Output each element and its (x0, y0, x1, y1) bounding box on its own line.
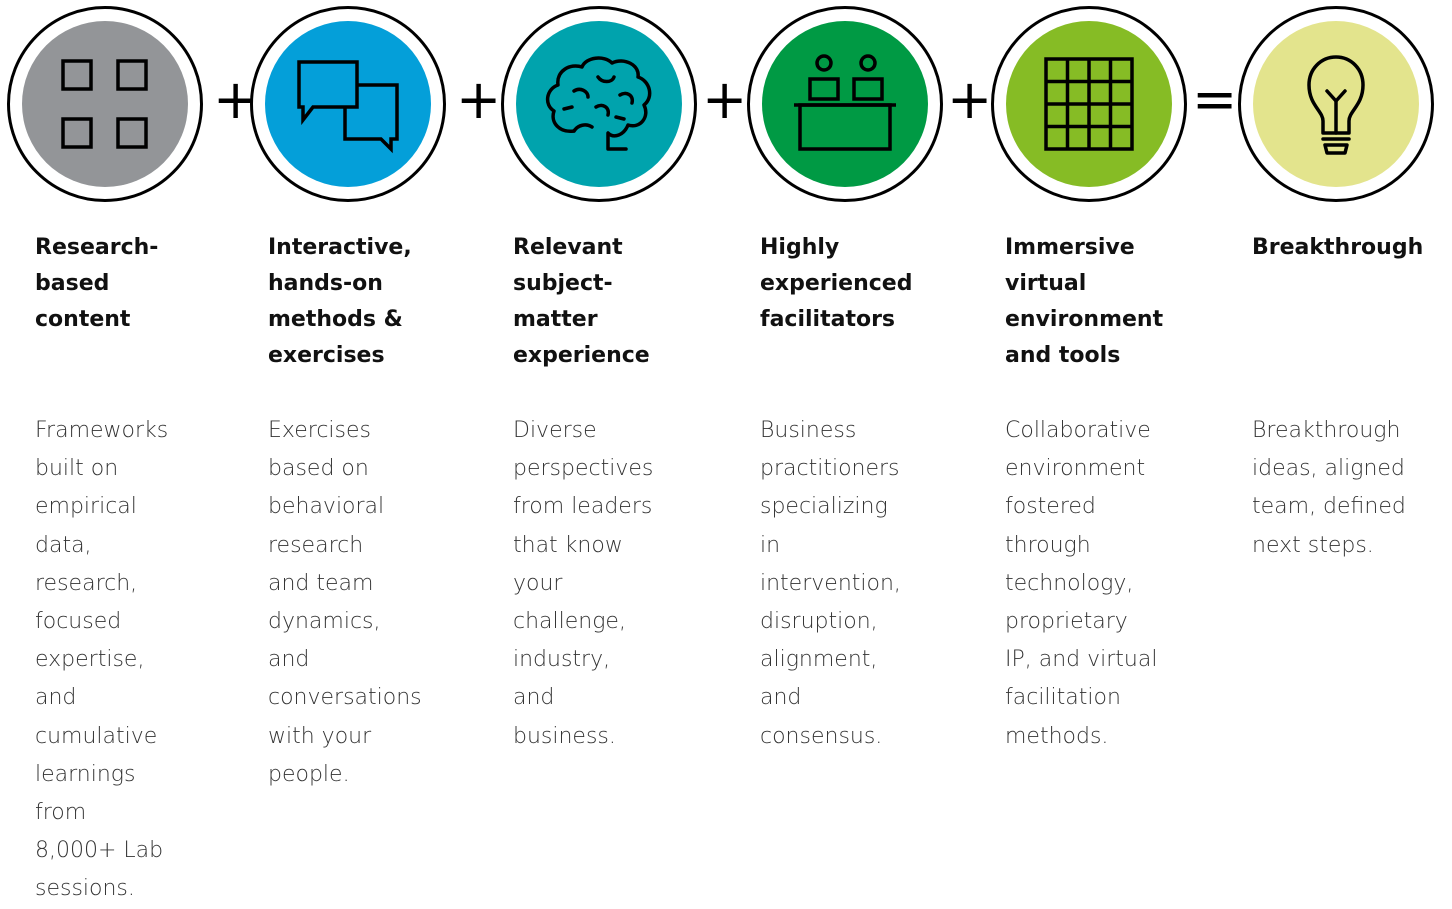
column-description: Frameworks built on empirical data, rese… (35, 418, 169, 902)
plus-operator: + (456, 68, 502, 131)
relevant-circle (501, 6, 697, 202)
column-research: Research- based content Frameworks built… (35, 230, 168, 901)
brain-icon (545, 56, 652, 151)
column-breakthrough: Breakthrough Breakthrough ideas, aligned… (1252, 230, 1424, 558)
research-circle (7, 6, 203, 202)
immersive-circle (991, 6, 1187, 202)
breakthrough-circle (1238, 6, 1434, 202)
plus-operator: + (213, 68, 259, 131)
column-description: Collaborative environment fostered throu… (1005, 418, 1158, 749)
facilitators-desk-icon (794, 54, 896, 151)
icon-row: + + (0, 0, 1452, 215)
plus-operator: + (702, 68, 748, 131)
column-interactive: Interactive, hands-on methods & exercise… (268, 230, 422, 787)
grid-squares-icon (61, 59, 148, 149)
column-facilitators: Highly experienced facilitators Business… (760, 230, 913, 749)
column-title: Highly experienced facilitators (760, 235, 913, 332)
column-title: Immersive virtual environment and tools (1005, 235, 1164, 368)
interactive-circle (250, 6, 446, 202)
research-disc (22, 21, 188, 187)
grid-table-icon (1044, 57, 1134, 151)
column-title: Research- based content (35, 235, 159, 332)
plus-operator: + (947, 68, 993, 131)
column-title: Breakthrough (1252, 235, 1424, 260)
column-title: Interactive, hands-on methods & exercise… (268, 235, 412, 368)
column-description: Breakthrough ideas, aligned team, define… (1252, 418, 1406, 558)
column-description: Exercises based on behavioral research a… (268, 418, 422, 787)
equals-operator: = (1192, 68, 1238, 131)
facilitators-disc (762, 21, 928, 187)
chat-bubbles-icon (297, 60, 399, 154)
column-relevant: Relevant subject- matter experience Dive… (513, 230, 653, 749)
interactive-disc (265, 21, 431, 187)
column-description: Business practitioners specializing in i… (760, 418, 901, 749)
breakthrough-disc (1253, 21, 1419, 187)
column-title: Relevant subject- matter experience (513, 235, 650, 368)
facilitators-circle (747, 6, 943, 202)
column-description: Diverse perspectives from leaders that k… (513, 418, 654, 749)
column-immersive: Immersive virtual environment and tools … (1005, 230, 1164, 749)
lightbulb-icon (1307, 55, 1365, 155)
immersive-disc (1006, 21, 1172, 187)
relevant-disc (516, 21, 682, 187)
